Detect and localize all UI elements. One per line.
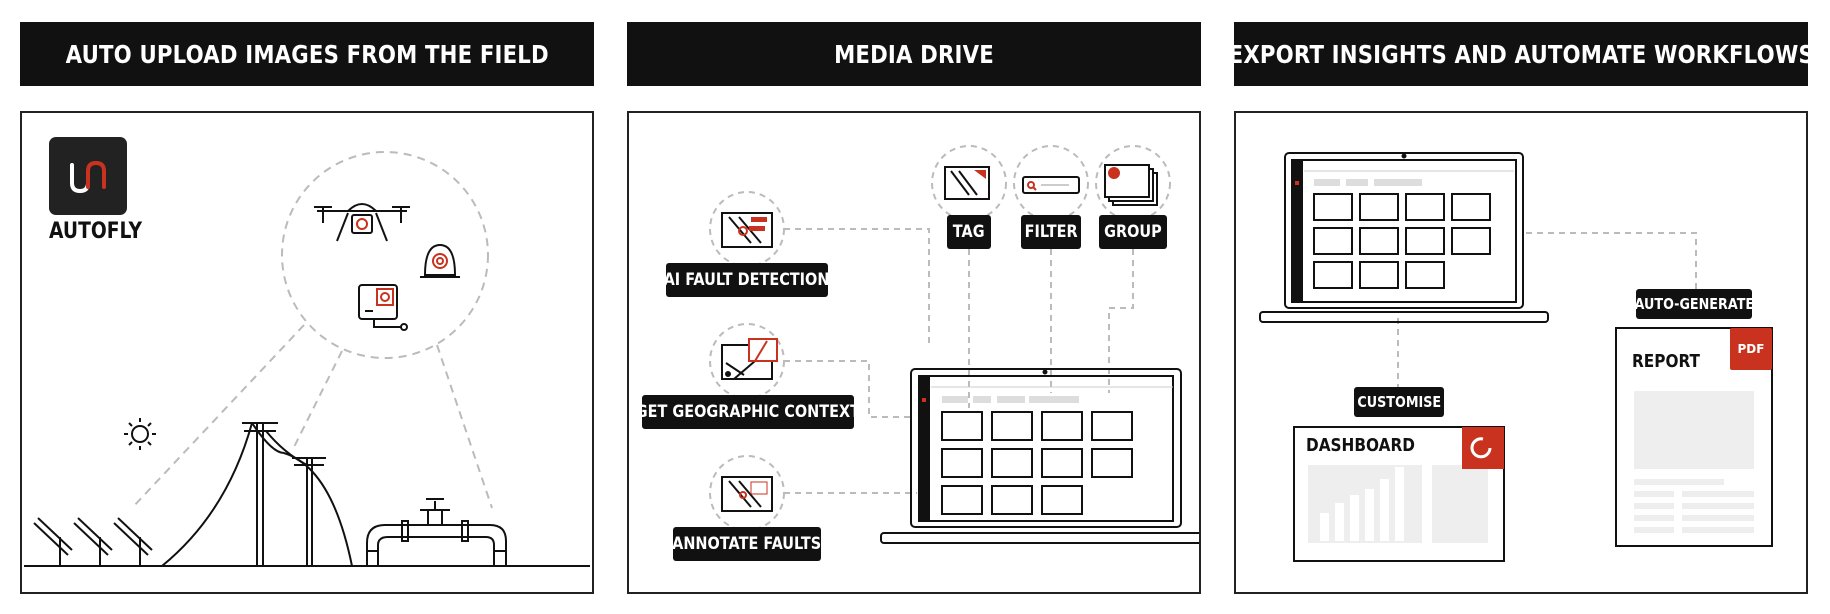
autofly-logo: [49, 137, 127, 215]
label-annotate-faults: ANNOTATE FAULTS: [673, 527, 821, 561]
media-drive-illustration: [709, 145, 1199, 544]
header-media-drive: MEDIA DRIVE: [627, 22, 1201, 86]
dome-camera-icon: [420, 243, 460, 278]
autofly-brand-name: AUTOFLY: [49, 219, 143, 244]
label-auto-generate: AUTO-GENERATE: [1634, 289, 1754, 319]
dashboard-title: DASHBOARD: [1306, 435, 1415, 456]
laptop-icon: [880, 368, 1199, 544]
power-pylon-icon: [161, 422, 353, 567]
pdf-icon: PDF: [1730, 328, 1772, 370]
label-customise: CUSTOMISE: [1354, 387, 1444, 417]
header-export-insights: EXPORT INSIGHTS AND AUTOMATE WORKFLOWS: [1228, 22, 1813, 86]
annotate-faults-icon: [721, 476, 773, 512]
group-icon: [1104, 164, 1158, 206]
action-camera-icon: [358, 284, 408, 331]
header-export-insights-text: EXPORT INSIGHTS AND AUTOMATE WORKFLOWS: [1228, 39, 1814, 69]
refresh-icon: [1470, 437, 1492, 459]
panel-auto-upload: AUTOFLY: [20, 111, 594, 594]
export-illustration: [1259, 152, 1773, 562]
filter-icon: [1022, 176, 1080, 194]
solar-panel-icon: [33, 517, 153, 566]
label-tag: TAG: [947, 215, 991, 249]
report-title: REPORT: [1632, 351, 1700, 372]
ai-fault-detection-icon: [721, 212, 773, 248]
label-ai-fault-detection: AI FAULT DETECTION: [664, 263, 830, 297]
tag-icon: [944, 166, 990, 200]
geographic-context-icon: [721, 338, 778, 380]
header-auto-upload: AUTO UPLOAD IMAGES FROM THE FIELD: [20, 22, 594, 86]
label-group: GROUP: [1099, 215, 1167, 249]
panel-export-insights: CUSTOMISE AUTO-GENERATE DASHBOARD REPORT…: [1234, 111, 1808, 594]
sun-icon: [124, 418, 156, 450]
autofly-logo-icon: [70, 160, 106, 194]
header-media-drive-text: MEDIA DRIVE: [834, 39, 994, 69]
laptop-icon: [1259, 152, 1549, 323]
field-illustration: [24, 151, 590, 567]
dashboard-card: [1293, 426, 1505, 562]
pipeline-icon: [366, 498, 507, 566]
label-geographic-context: GET GEOGRAPHIC CONTEXT: [636, 395, 860, 429]
header-auto-upload-text: AUTO UPLOAD IMAGES FROM THE FIELD: [65, 39, 549, 69]
label-filter: FILTER: [1021, 215, 1081, 249]
panel-media-drive: AI FAULT DETECTION GET GEOGRAPHIC CONTEX…: [627, 111, 1201, 594]
drone-icon: [314, 203, 410, 242]
